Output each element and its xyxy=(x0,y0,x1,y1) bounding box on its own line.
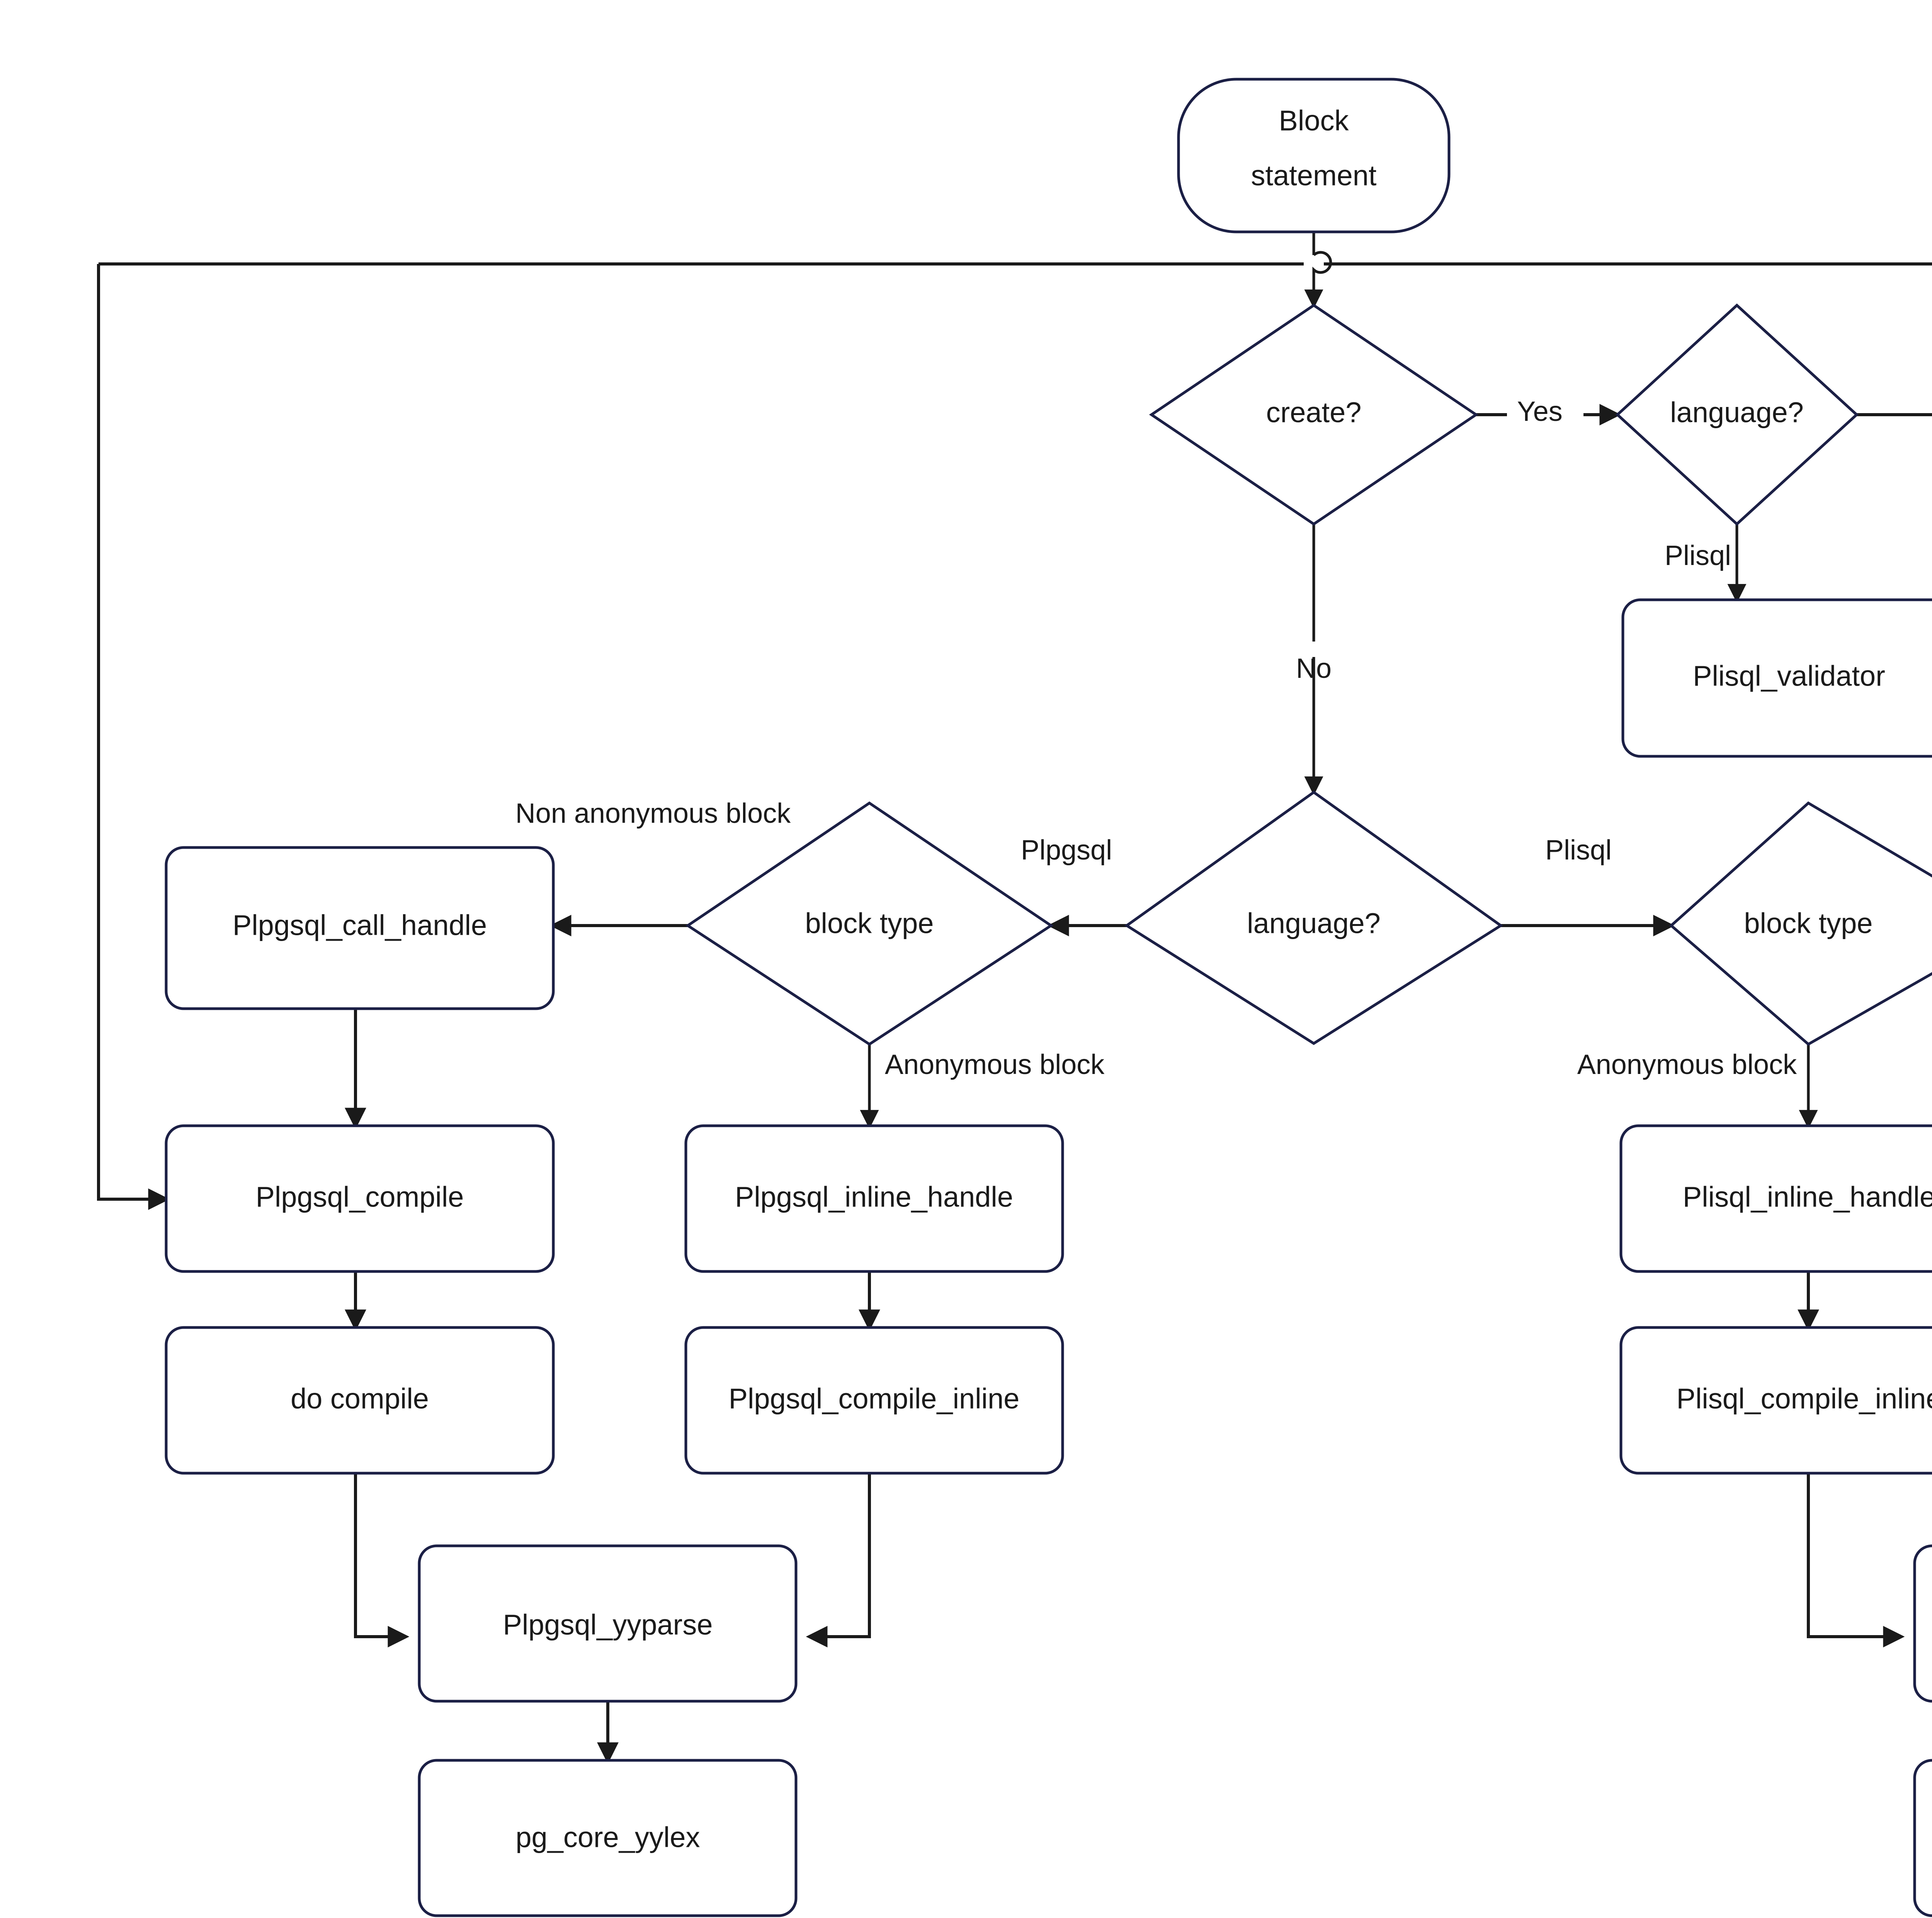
edge-labels: Yes No Plpgsql Plisql Plpgsql Plisql Non… xyxy=(515,396,1797,1080)
edge-docompileleft-yyparse xyxy=(354,1473,410,1647)
node-pg-core-yylex-shape xyxy=(418,1759,798,1917)
node-plpgsql-call-handle[interactable]: Plpgsql_call_handle xyxy=(165,846,555,1010)
node-plpgsql-inline-handle-label: Plpgsql_inline_handle xyxy=(735,1181,1013,1213)
edge-label-non-anonymous-left: Non anonymous block xyxy=(515,798,791,829)
node-pg-core-yylex[interactable]: pg_core_yylex xyxy=(418,1759,798,1917)
node-plisql-validator[interactable]: Plisql_validator xyxy=(1621,598,1932,758)
node-language-decision-top-shape xyxy=(1615,303,1859,526)
node-create-decision-label: create? xyxy=(1266,397,1362,429)
node-block-statement-shape xyxy=(1177,78,1451,233)
node-plpgsql-yyparse-label: Plpgsql_yyparse xyxy=(503,1609,713,1641)
node-block-statement-label-line1: Block xyxy=(1279,105,1349,137)
node-ora-core-yylex[interactable]: ora_core_yylex xyxy=(1913,1759,1932,1917)
node-block-type-right[interactable]: block type xyxy=(1669,801,1932,1046)
node-plpgsql-inline-handle[interactable]: Plpgsql_inline_handle xyxy=(684,1124,1064,1273)
edge-label-anonymous-left: Anonymous block xyxy=(885,1049,1105,1080)
node-plpgsql-call-handle-label: Plpgsql_call_handle xyxy=(233,909,487,941)
node-plpgsql-yyparse[interactable]: Plpgsql_yyparse xyxy=(418,1544,798,1703)
node-do-compile-left-label: do compile xyxy=(291,1383,429,1415)
node-plpgsql-compile-inline-shape xyxy=(684,1326,1064,1475)
edge-label-plisql-mid: Plisql xyxy=(1545,835,1612,866)
node-pg-core-yylex-label: pg_core_yylex xyxy=(515,1821,700,1853)
node-plisql-inline-handle-label: Plisql_inline_handle xyxy=(1683,1181,1932,1213)
node-plisql-compile-inline-label: Plisql_compile_inline xyxy=(1677,1383,1932,1415)
edge-label-anonymous-right: Anonymous block xyxy=(1577,1049,1797,1080)
edge-plpgsqlcompileinline-yyparse xyxy=(806,1473,871,1647)
edge-plisqlcompileinline-yyparse xyxy=(1807,1473,1905,1647)
node-plisql-compile-inline-shape xyxy=(1619,1326,1932,1475)
edge-feedback-left-leg xyxy=(97,264,170,1210)
edge-label-plisql-top: Plisql xyxy=(1665,540,1731,571)
node-plisql-validator-shape xyxy=(1621,598,1932,758)
node-create-decision-shape xyxy=(1149,303,1479,526)
node-plisql-compile-inline[interactable]: Plisql_compile_inline xyxy=(1619,1326,1932,1475)
node-plisql-inline-handle[interactable]: Plisql_inline_handle xyxy=(1619,1124,1932,1273)
node-do-compile-left[interactable]: do compile xyxy=(165,1326,555,1475)
node-plisql-yyparse[interactable]: Plisql_yyparse xyxy=(1913,1544,1932,1703)
node-create-decision[interactable]: create? xyxy=(1149,303,1479,526)
node-language-decision-mid-label: language? xyxy=(1247,907,1381,939)
node-ora-core-yylex-shape xyxy=(1913,1759,1932,1917)
node-block-type-left[interactable]: block type xyxy=(685,801,1054,1046)
node-plisql-inline-handle-shape xyxy=(1619,1124,1932,1273)
edge-label-yes: Yes xyxy=(1517,396,1562,427)
node-plpgsql-inline-handle-shape xyxy=(684,1124,1064,1273)
node-language-decision-top[interactable]: language? xyxy=(1615,303,1859,526)
node-block-type-left-shape xyxy=(685,801,1054,1046)
node-plpgsql-yyparse-shape xyxy=(418,1544,798,1703)
node-language-decision-mid-shape xyxy=(1124,790,1503,1045)
node-language-decision-mid[interactable]: language? xyxy=(1124,790,1503,1045)
node-block-type-left-label: block type xyxy=(805,907,934,939)
node-do-compile-left-shape xyxy=(165,1326,555,1475)
node-block-type-right-label: block type xyxy=(1744,907,1872,939)
edge-label-no: No xyxy=(1296,653,1332,684)
node-plisql-validator-label: Plisql_validator xyxy=(1693,660,1885,692)
node-plpgsql-compile[interactable]: Plpgsql_compile xyxy=(165,1124,555,1273)
node-plpgsql-call-handle-shape xyxy=(165,846,555,1010)
node-block-statement-label-line2: statement xyxy=(1251,160,1377,192)
edge-blockstatement-create xyxy=(1314,232,1331,305)
node-block-type-right-shape xyxy=(1669,801,1932,1046)
node-plpgsql-compile-label: Plpgsql_compile xyxy=(256,1181,464,1213)
edge-label-plpgsql-mid: Plpgsql xyxy=(1021,835,1112,866)
node-block-statement[interactable]: Block statement xyxy=(1177,78,1451,233)
node-plpgsql-compile-shape xyxy=(165,1124,555,1273)
node-plpgsql-compile-inline[interactable]: Plpgsql_compile_inline xyxy=(684,1326,1064,1475)
node-plisql-yyparse-shape xyxy=(1913,1544,1932,1703)
node-language-decision-top-label: language? xyxy=(1670,397,1804,429)
node-plpgsql-compile-inline-label: Plpgsql_compile_inline xyxy=(729,1383,1020,1415)
connectors xyxy=(97,232,1932,1764)
